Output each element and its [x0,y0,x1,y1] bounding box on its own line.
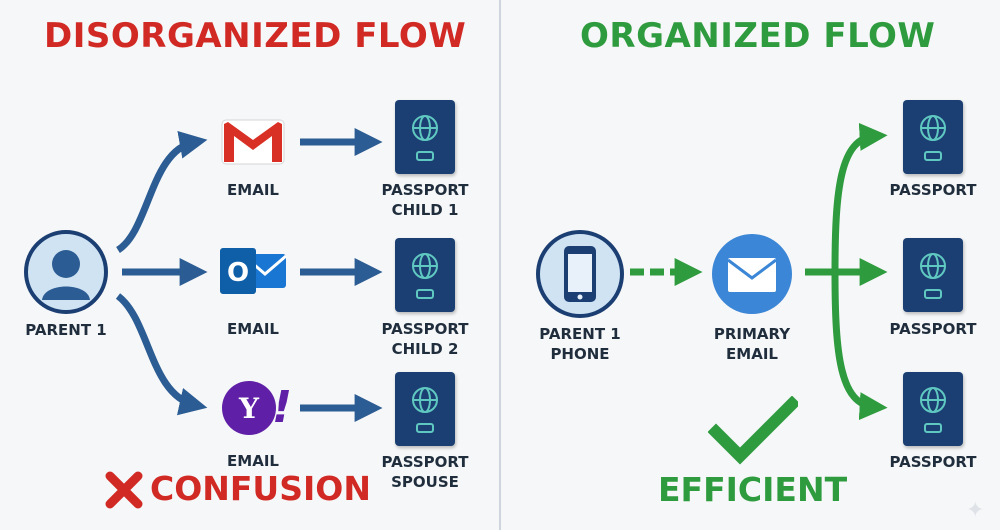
efficient-verdict: EFFICIENT [658,470,848,509]
arrow-email-to-passport-top [831,122,888,273]
arrow-email-to-passport-bottom [831,271,888,421]
passport-icon [903,372,963,446]
arrow-parent-to-gmail [115,130,208,253]
confusion-verdict: CONFUSION [150,469,371,508]
arrow-parent-to-yahoo [115,293,208,416]
red-x-icon [105,471,143,509]
parent-label: PARENT 1 [25,321,107,339]
parent-avatar-icon [24,230,108,314]
phone-icon [536,230,624,318]
passport-label: PASSPORT [889,453,977,471]
passport-icon [903,100,963,174]
passport-label: PASSPORT [889,320,977,338]
passport-icon [395,238,455,312]
outlook-email-label: EMAIL [227,320,279,338]
green-check-icon [708,396,798,465]
yahoo-email-label: EMAIL [227,452,279,470]
outlook-icon: O [220,248,287,294]
svg-text:Y: Y [238,392,260,425]
gmail-email-label: EMAIL [227,181,279,199]
center-divider [499,0,501,530]
gmail-icon [221,119,285,165]
passport-icon [395,100,455,174]
yahoo-icon: Y ! [222,381,292,435]
passport-icon [903,238,963,312]
svg-text:O: O [227,258,249,288]
disorganized-flow-title: DISORGANIZED FLOW [44,16,467,56]
passport-label: PASSPORT [889,181,977,199]
sparkle-icon: ✦ [966,498,985,523]
svg-text:!: ! [272,382,292,433]
passport-icon [395,372,455,446]
envelope-icon [712,234,792,314]
organized-flow-title: ORGANIZED FLOW [580,16,936,56]
